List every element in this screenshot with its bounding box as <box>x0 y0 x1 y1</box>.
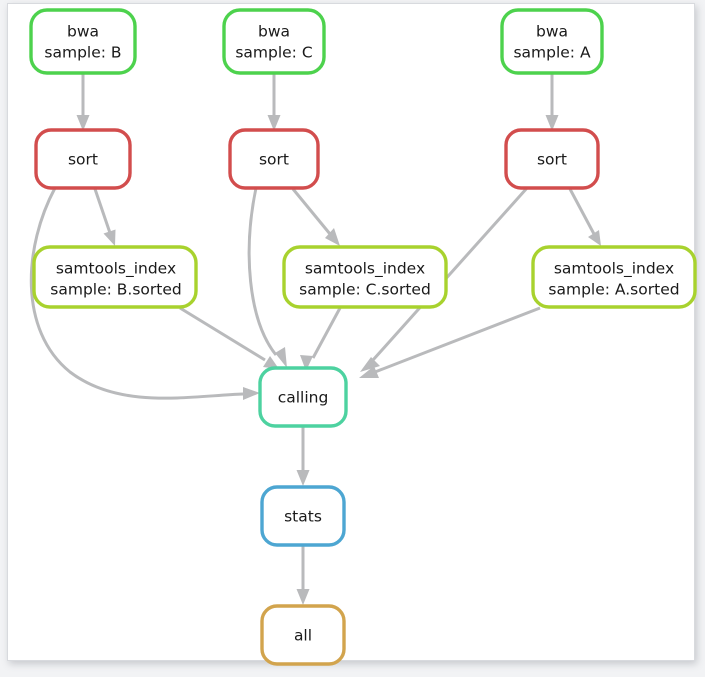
node-sort-c-shape[interactable] <box>228 128 320 190</box>
edge-sort-b-to-si-b <box>93 188 116 246</box>
node-samtools-index-b[interactable]: samtools_index sample: B.sorted <box>32 245 198 309</box>
node-bwa-b[interactable]: bwa sample: B <box>29 8 137 75</box>
node-calling-shape[interactable] <box>258 366 348 428</box>
arrowhead-icon <box>359 366 379 378</box>
arrowhead-icon <box>275 347 287 368</box>
arrowhead-icon <box>267 115 281 131</box>
edge-bwa-a-to-sort-a <box>545 73 559 131</box>
node-sort-b-label: sort <box>68 151 98 169</box>
arrowhead-icon <box>300 355 313 371</box>
node-all-label: all <box>294 627 312 645</box>
node-samtools-index-b-shape[interactable] <box>32 245 198 309</box>
node-samtools-index-c-line2: sample: C.sorted <box>299 281 431 299</box>
edge-si-a-to-calling <box>359 306 541 378</box>
node-bwa-b-line1: bwa <box>67 23 99 41</box>
node-bwa-b-line2: sample: B <box>44 44 121 62</box>
arrowhead-icon <box>76 115 90 131</box>
node-sort-b[interactable]: sort <box>34 128 132 190</box>
edge-bwa-c-to-sort-c <box>267 73 281 131</box>
node-samtools-index-c-line1: samtools_index <box>305 260 425 279</box>
edge-si-b-to-calling <box>179 306 279 369</box>
edge-sort-c-to-si-c <box>291 188 340 246</box>
node-bwa-c-shape[interactable] <box>222 8 326 75</box>
node-samtools-index-a[interactable]: samtools_index sample: A.sorted <box>531 245 697 309</box>
node-stats-label: stats <box>284 508 322 526</box>
node-sort-a-label: sort <box>537 151 567 169</box>
arrowhead-icon <box>263 356 279 369</box>
node-bwa-a-line2: sample: A <box>513 44 591 62</box>
arrowhead-icon <box>296 589 310 605</box>
node-calling[interactable]: calling <box>258 366 348 428</box>
arrowhead-icon <box>243 387 260 400</box>
edge-stats-to-all <box>296 546 310 605</box>
dag-panel <box>7 3 695 661</box>
node-sort-b-shape[interactable] <box>34 128 132 190</box>
node-samtools-index-a-line2: sample: A.sorted <box>548 281 679 299</box>
node-bwa-a-line1: bwa <box>536 23 568 41</box>
node-stats[interactable]: stats <box>260 485 346 547</box>
edge-sort-a-to-calling <box>360 186 529 372</box>
node-calling-label: calling <box>278 389 329 407</box>
node-samtools-index-a-shape[interactable] <box>531 245 697 309</box>
node-bwa-b-shape[interactable] <box>29 8 137 75</box>
edge-bwa-b-to-sort-b <box>76 73 90 131</box>
node-bwa-c[interactable]: bwa sample: C <box>222 8 326 75</box>
node-samtools-index-c[interactable]: samtools_index sample: C.sorted <box>282 245 448 309</box>
edge-calling-to-stats <box>296 427 310 486</box>
node-all[interactable]: all <box>260 604 346 666</box>
node-sort-a[interactable]: sort <box>504 128 600 190</box>
arrowhead-icon <box>545 115 559 131</box>
node-bwa-a-shape[interactable] <box>500 8 604 75</box>
node-samtools-index-b-line1: samtools_index <box>56 260 176 279</box>
edge-sort-b-to-calling <box>29 187 260 400</box>
edge-sort-a-to-si-a <box>568 188 601 246</box>
edge-sort-c-to-calling <box>247 187 287 368</box>
arrowhead-icon <box>588 230 601 246</box>
node-stats-shape[interactable] <box>260 485 346 547</box>
edge-si-c-to-calling <box>300 307 342 371</box>
edge-layer <box>29 73 601 605</box>
node-sort-c-label: sort <box>259 151 289 169</box>
arrowhead-icon <box>296 470 310 486</box>
node-bwa-c-line2: sample: C <box>235 44 312 62</box>
node-layer: bwa sample: B bwa sample: C bwa sample: … <box>29 8 697 666</box>
node-samtools-index-a-line1: samtools_index <box>554 260 674 279</box>
arrowhead-icon <box>103 229 116 246</box>
node-samtools-index-b-line2: sample: B.sorted <box>50 281 181 299</box>
node-all-shape[interactable] <box>260 604 346 666</box>
node-samtools-index-c-shape[interactable] <box>282 245 448 309</box>
node-bwa-c-line1: bwa <box>258 23 290 41</box>
node-bwa-a[interactable]: bwa sample: A <box>500 8 604 75</box>
arrowhead-icon <box>325 228 340 246</box>
node-sort-c[interactable]: sort <box>228 128 320 190</box>
arrowhead-icon <box>360 357 380 372</box>
node-sort-a-shape[interactable] <box>504 128 600 190</box>
